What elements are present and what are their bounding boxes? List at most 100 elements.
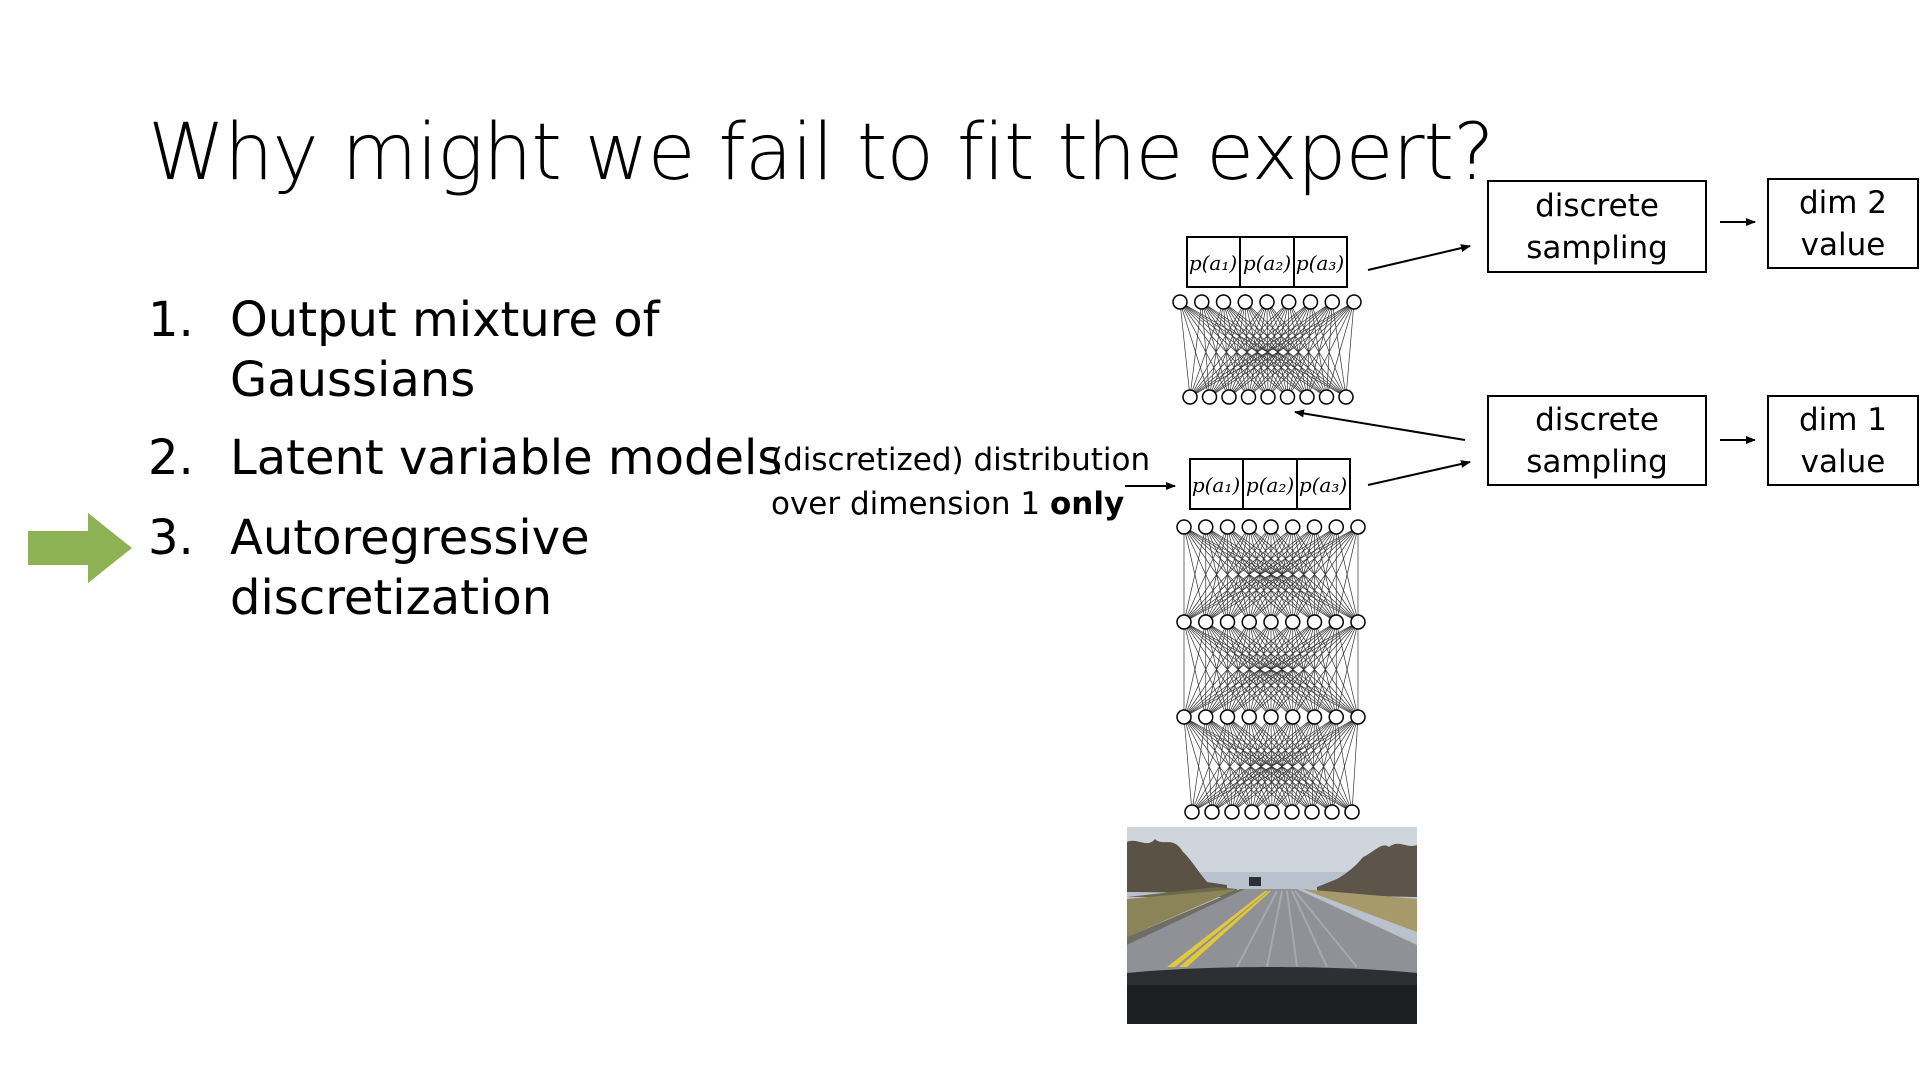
network-node (1346, 294, 1362, 310)
network-connection (1179, 301, 1191, 398)
box-text: value (1800, 226, 1886, 263)
network-node (1182, 389, 1198, 405)
network-connection (1189, 301, 1224, 398)
discrete-sampling-box-top: discrete sampling (1487, 180, 1707, 273)
network-node (1259, 294, 1275, 310)
network-node (1198, 519, 1214, 535)
network-connection (1292, 716, 1333, 813)
network-connection (1251, 716, 1294, 813)
network-node (1215, 294, 1232, 310)
list-text: Output mixture of Gaussians (230, 290, 659, 410)
network-connection (1306, 301, 1333, 398)
network-connection (1270, 716, 1333, 813)
network-connection (1244, 301, 1249, 398)
network-node (1176, 709, 1192, 725)
list-number: 2. (148, 430, 194, 486)
network-connection (1183, 526, 1337, 623)
dim-value-box-top: dim 2 value (1767, 178, 1919, 269)
network-node (1219, 614, 1236, 630)
list-number: 3. (148, 510, 194, 566)
network-connection (1227, 716, 1233, 813)
network-node (1344, 804, 1360, 820)
network-connection (1223, 301, 1269, 398)
network-connection (1314, 526, 1359, 623)
prob-cell-label: p(a₁) (1192, 473, 1240, 497)
network-connection (1266, 301, 1347, 398)
network-connection (1244, 301, 1269, 398)
network-node (1244, 804, 1260, 820)
network-connection (1248, 301, 1355, 398)
network-connection (1310, 301, 1347, 398)
network-connection (1251, 716, 1272, 813)
network-connection (1248, 716, 1293, 813)
network-connection (1183, 526, 1293, 623)
list-text-line: Gaussians (230, 352, 476, 408)
network-connection (1179, 301, 1249, 398)
network-connection (1189, 301, 1203, 398)
network-connection (1292, 526, 1359, 623)
network-connection (1267, 301, 1290, 398)
network-connection (1227, 716, 1273, 813)
network-connection (1183, 621, 1359, 718)
network-connection (1211, 716, 1337, 813)
network-connection (1227, 526, 1359, 623)
network-connection (1287, 301, 1290, 398)
network-node (1263, 519, 1279, 535)
list-text: Autoregressive discretization (230, 508, 590, 628)
list-number: 1. (148, 292, 194, 348)
network-connection (1287, 301, 1355, 398)
network-connection (1251, 716, 1315, 813)
network-node (1285, 519, 1301, 535)
network-connection (1231, 716, 1359, 813)
network-node (1299, 389, 1315, 405)
network-connection (1331, 301, 1347, 398)
network-connection (1191, 716, 1228, 813)
network-node (1263, 614, 1279, 630)
network-connection (1248, 716, 1313, 813)
network-connection (1251, 716, 1359, 813)
network-node (1194, 294, 1210, 310)
distribution-annotation: (discretized) distribution over dimensio… (771, 438, 1150, 526)
discrete-sampling-box-bottom: discrete sampling (1487, 395, 1707, 486)
network-connection (1223, 301, 1347, 398)
network-connection (1183, 716, 1353, 813)
prob-cell-label: p(a₁) (1189, 251, 1237, 275)
network-node (1172, 294, 1188, 310)
network-connection (1335, 621, 1359, 718)
network-connection (1248, 716, 1333, 813)
network-node (1240, 389, 1257, 405)
network-connection (1183, 716, 1293, 813)
network-connection (1271, 716, 1294, 813)
network-connection (1306, 301, 1311, 398)
network-connection (1183, 716, 1333, 813)
network-connection (1291, 716, 1337, 813)
network-connection (1205, 716, 1233, 813)
network-connection (1288, 301, 1327, 398)
network-connection (1231, 716, 1272, 813)
network-node (1328, 709, 1344, 725)
network-connection (1183, 621, 1228, 718)
neural-network-layers (1172, 294, 1366, 820)
network-connection (1311, 716, 1315, 813)
list-text-line: discretization (230, 570, 553, 626)
network-connection (1228, 301, 1290, 398)
network-connection (1191, 716, 1293, 813)
network-connection (1228, 301, 1246, 398)
network-connection (1271, 716, 1359, 813)
arrow-top-probs-to-sampling (1367, 244, 1471, 271)
network-node (1324, 294, 1340, 310)
network-connection (1266, 301, 1288, 398)
network-node (1318, 389, 1335, 405)
network-node (1284, 804, 1300, 820)
network-connection (1179, 301, 1288, 398)
network-connection (1179, 301, 1230, 398)
network-node (1184, 804, 1200, 820)
network-node (1328, 614, 1344, 630)
network-connection (1311, 716, 1359, 813)
network-connection (1228, 301, 1355, 398)
network-node (1204, 804, 1220, 820)
network-node (1176, 614, 1192, 630)
network-node (1350, 614, 1366, 630)
network-connection (1292, 716, 1353, 813)
network-connection (1291, 716, 1294, 813)
